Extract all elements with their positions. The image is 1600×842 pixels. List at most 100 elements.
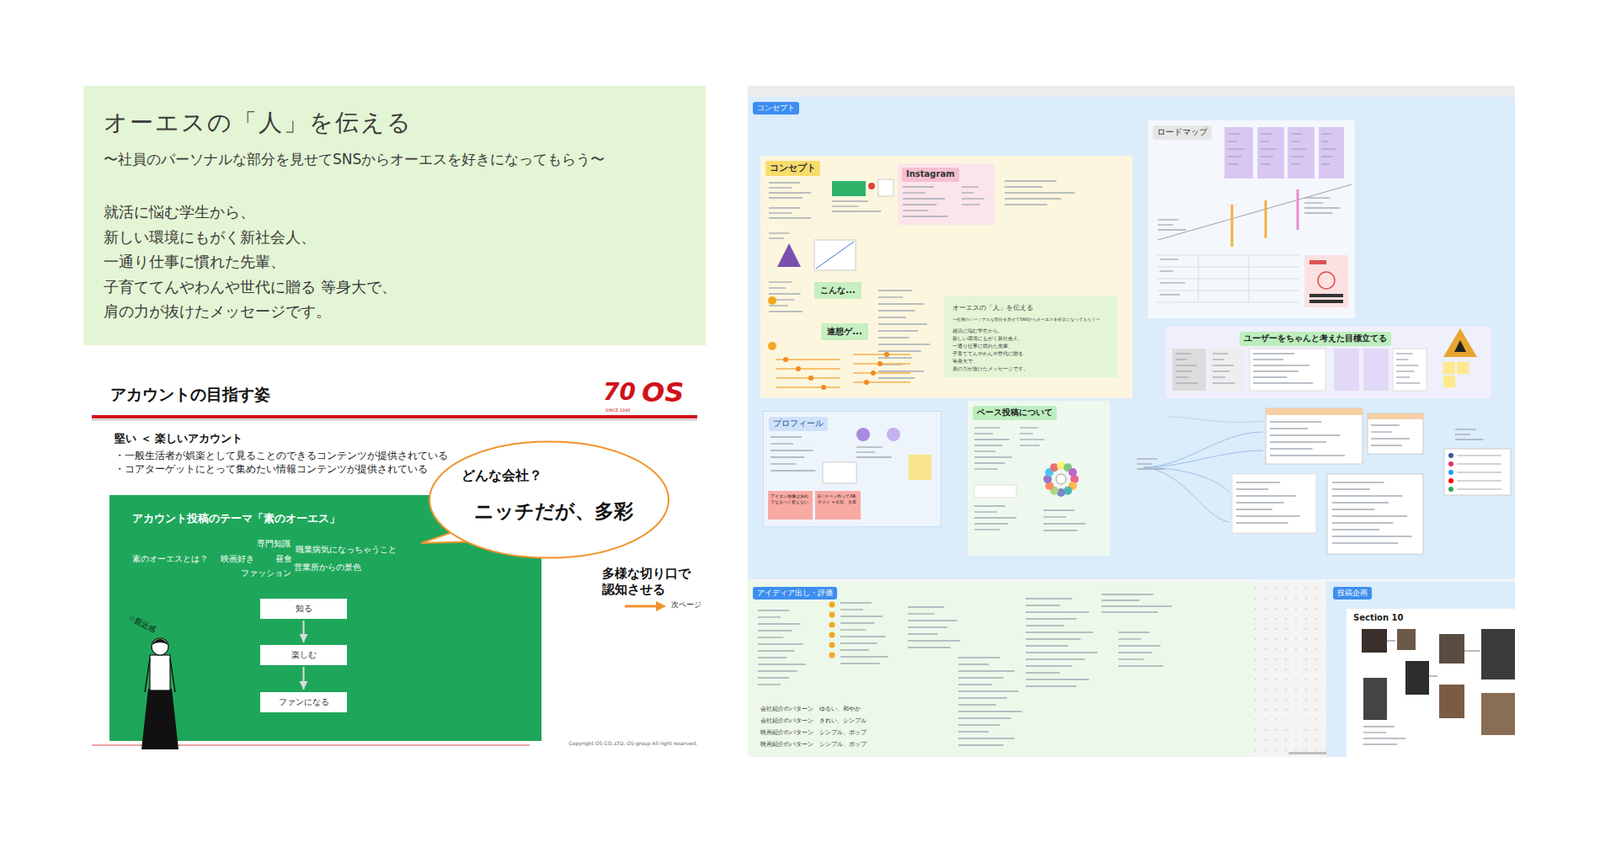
sketch-circle <box>821 384 827 390</box>
sketch-line <box>1386 640 1396 642</box>
sketch-line <box>1156 290 1300 292</box>
node-text: アカウント投稿のテーマ「素のオーエス」 <box>132 512 341 526</box>
flow-step: ファンになる <box>260 692 347 713</box>
sketch-line <box>974 450 996 452</box>
sketch-line <box>1456 480 1502 481</box>
node-text: Section 10 <box>1353 613 1404 624</box>
sketch-rect <box>1443 362 1456 374</box>
sketch-line <box>878 316 907 318</box>
sticky-tag: こんな... <box>814 282 862 299</box>
sketch-rect <box>1367 413 1424 420</box>
sketch-line <box>1332 528 1380 530</box>
sketch-line <box>1332 542 1398 544</box>
sketch-circle <box>1448 478 1454 484</box>
sketch-line <box>1025 604 1061 606</box>
sketch-line <box>878 336 909 338</box>
sketch-line <box>1248 255 1250 303</box>
node-text: ニッチだが、多彩 <box>474 499 634 524</box>
sketch-line <box>1019 438 1045 440</box>
sketch-line <box>768 281 793 283</box>
sketch-line <box>1269 421 1323 422</box>
node-text: ロードマップ <box>1152 125 1212 140</box>
sketch-line <box>1236 495 1296 496</box>
sketch-line <box>961 192 974 193</box>
sketch-line <box>974 517 1017 518</box>
sketch-line <box>832 210 881 212</box>
node-sketch <box>967 400 1110 556</box>
sketch-line <box>878 343 930 345</box>
sketch-line <box>878 296 903 298</box>
sketch-line <box>1004 192 1076 193</box>
profile-panel: プロフィールアイコン画像は決めてなるべく変えない2パターン作ってABテスト +名… <box>762 410 942 528</box>
sketch-line <box>1231 204 1234 247</box>
sketch-rect <box>1333 348 1360 391</box>
sketch-circle <box>884 352 890 358</box>
sketch-path <box>1443 328 1478 358</box>
sketch-line <box>958 724 1000 726</box>
sketch-circle <box>856 427 870 442</box>
sketch-line <box>974 468 998 470</box>
sketch-line <box>757 623 800 624</box>
sketch-line <box>1101 593 1154 595</box>
sketch-line <box>840 622 875 624</box>
node-text: 就活に悩む学生から、 新しい環境にもがく新社会人、 一通り仕事に慣れた先輩、 子… <box>103 199 407 325</box>
sketch-line <box>770 469 816 471</box>
sketch-line <box>840 615 883 617</box>
sketch-line <box>1304 202 1324 203</box>
sketch-line <box>1019 432 1034 434</box>
sketch-line <box>757 616 781 618</box>
sketch-line <box>1269 434 1341 436</box>
node-text: 〜社員のパーソナルな部分を見せてSNSからオーエスを好きになってもらう〜 <box>103 150 605 169</box>
sketch-line <box>1396 352 1414 354</box>
node-text: プロフィール <box>768 416 828 432</box>
slide: アカウントの目指す姿堅い ＜ 楽しいアカウント・一般生活者が娯楽として見ることの… <box>83 372 706 758</box>
logo-text: 70 <box>602 377 636 407</box>
sketch-line <box>1157 218 1179 220</box>
sketch-circle <box>829 602 836 608</box>
sketch-line <box>757 643 803 645</box>
sketch-line <box>757 650 795 651</box>
sketch-circle <box>1068 468 1078 477</box>
sketch-line <box>902 203 937 205</box>
sketch-line <box>878 377 916 379</box>
sketch-line <box>1429 676 1438 678</box>
sketch-line <box>1370 424 1400 426</box>
table-cell: ゆるい、和やか <box>819 705 861 714</box>
sketch-line <box>1159 293 1180 295</box>
sketch-line <box>1156 302 1300 304</box>
sketch-line <box>902 186 934 187</box>
sketch-line <box>1118 651 1152 653</box>
sketch-line <box>958 710 1023 712</box>
sketch-line <box>1227 163 1238 165</box>
sketch-line <box>1118 638 1142 640</box>
sketch-line <box>757 629 792 631</box>
sketch-line <box>1455 428 1477 430</box>
sketch-line <box>1363 725 1395 727</box>
sketch-line <box>1253 358 1284 360</box>
base-post-panel: ベース投稿について <box>967 400 1110 556</box>
sketch-line <box>958 717 1011 719</box>
sketch-line <box>1290 148 1307 150</box>
sketch-line <box>974 426 1001 428</box>
sketch-line <box>768 304 789 306</box>
sketch-line <box>1175 370 1193 372</box>
sketch-line <box>961 186 979 187</box>
sketch-line <box>856 456 892 458</box>
sketch-line <box>1269 427 1308 429</box>
sketch-line <box>1332 522 1394 523</box>
sketch-line <box>907 633 938 635</box>
sketch-line <box>1332 481 1385 483</box>
sketch-line <box>840 602 872 603</box>
sketch-line <box>1321 148 1336 150</box>
sketch-line <box>1321 163 1330 165</box>
sketch-line <box>1269 441 1327 443</box>
sketch-rect <box>1443 375 1456 388</box>
sketch-path <box>151 639 169 646</box>
sketch-line <box>1236 515 1301 517</box>
sketch-line <box>907 640 960 641</box>
sketch-line <box>958 744 1004 746</box>
sketch-line <box>768 310 803 312</box>
logo-text: OS <box>641 375 684 410</box>
sketch-rect <box>1265 408 1363 416</box>
node-text: Copyright OS CO.,LTD. OS-group All right… <box>569 740 698 747</box>
